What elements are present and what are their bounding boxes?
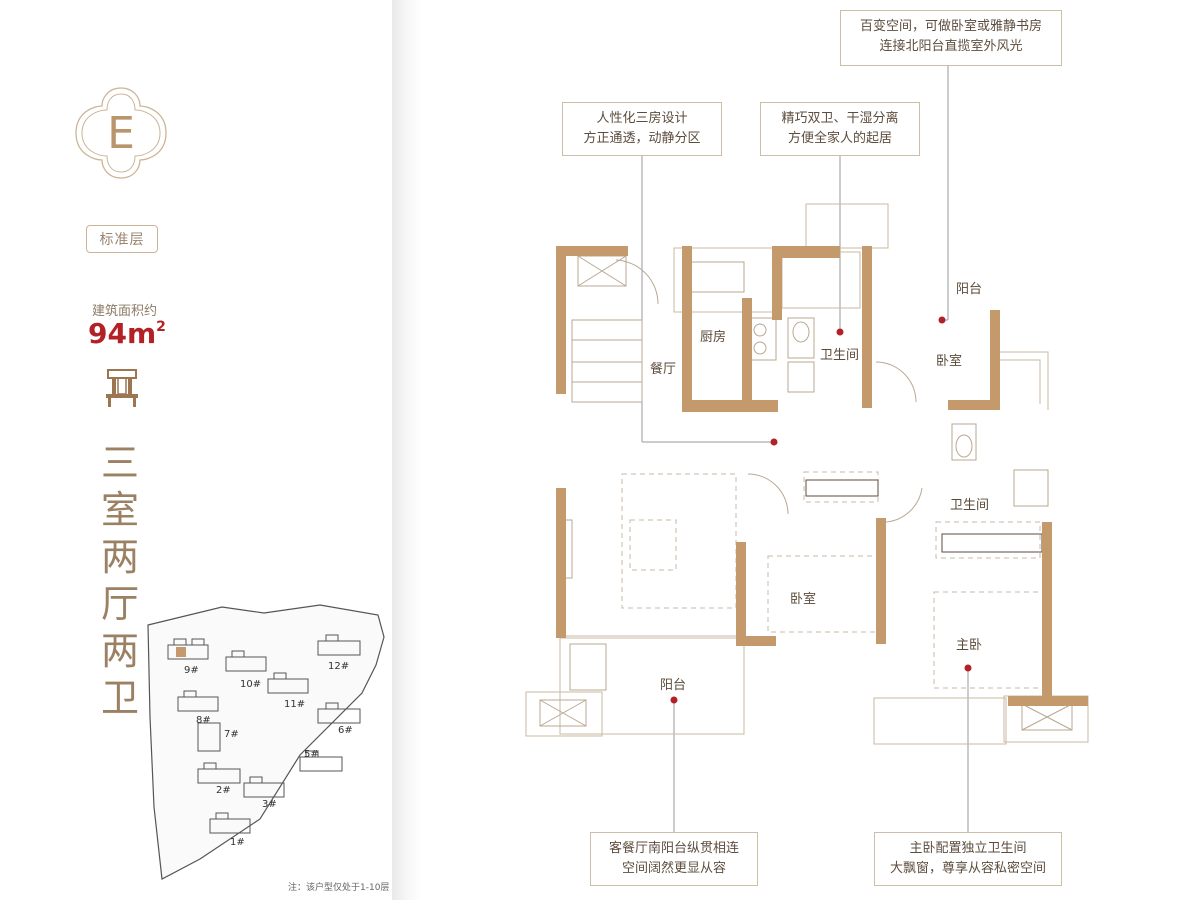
room-label-dining: 餐厅	[650, 362, 677, 377]
site-building-label: 2#	[216, 785, 231, 796]
room-label-balcony-north: 阳台	[956, 282, 983, 297]
floor-tag: 标准层	[86, 225, 158, 253]
site-building-label: 5#	[304, 749, 319, 760]
layout-title-char: 卫	[100, 676, 139, 720]
area-value: 94m2	[88, 317, 166, 350]
room-label-bedroom-middle: 卧室	[790, 592, 817, 607]
site-note: 注：该户型仅处于1-10层	[288, 883, 390, 893]
floor-plan-area: 厨房 餐厅 卫生间 阳台 卧室 卫生间 卧室 主卧 阳台 百变空间，可做卧室或雅…	[422, 0, 1200, 900]
site-building-label: 3#	[262, 799, 277, 810]
site-map: 9# 10# 12# 11# 8# 7# 6# 5# 2# 3# 1#	[140, 597, 392, 887]
callout-line: 精巧双卫、干湿分离	[781, 111, 899, 126]
layout-title-char: 三	[100, 441, 139, 485]
site-building-label: 9#	[184, 665, 199, 676]
layout-title-char: 室	[100, 488, 139, 532]
site-building-label: 8#	[196, 715, 211, 726]
site-building-label: 7#	[224, 729, 239, 740]
callout-line: 主卧配置独立卫生间	[909, 841, 1027, 856]
callout-line: 空间阔然更显从容	[621, 861, 726, 876]
room-label-balcony-south: 阳台	[660, 678, 687, 693]
area-label: 建筑面积约	[92, 304, 158, 319]
layout-title: 三 室 两 厅 两 卫	[96, 440, 144, 722]
floor-plan-drawing	[525, 66, 1089, 834]
callout-line: 方正通透，动静分区	[583, 131, 701, 146]
site-building-label: 1#	[230, 837, 245, 848]
callout-line: 连接北阳台直揽室外风光	[879, 39, 1023, 54]
callout-south-balcony: 客餐厅南阳台纵贯相连 空间阔然更显从容	[590, 832, 758, 886]
layout-title-char: 两	[100, 629, 139, 673]
room-label-kitchen: 厨房	[700, 330, 727, 345]
chair-seal-icon	[104, 368, 140, 412]
unit-badge: E	[70, 82, 172, 184]
callout-master-suite: 主卧配置独立卫生间 大飘窗，尊享从容私密空间	[874, 832, 1062, 886]
layout-title-char: 厅	[100, 582, 139, 626]
callout-line: 大飘窗，尊享从容私密空间	[889, 861, 1046, 876]
room-label-bath-east: 卫生间	[950, 498, 990, 513]
site-building-label: 10#	[240, 679, 261, 690]
left-info-panel: E 标准层 建筑面积约 94m2 三 室 两 厅 两 卫	[0, 0, 392, 900]
callout-line: 人性化三房设计	[596, 111, 688, 126]
callout-three-room-design: 人性化三房设计 方正通透，动静分区	[562, 102, 722, 156]
layout-title-char: 两	[100, 535, 139, 579]
callout-line: 方便全家人的起居	[787, 131, 892, 146]
quatrefoil-frame-icon	[75, 87, 167, 179]
page-fold-shade	[392, 0, 422, 900]
unit-letter: E	[107, 107, 135, 159]
room-label-master-bedroom: 主卧	[956, 638, 983, 653]
site-building-label: 6#	[338, 725, 353, 736]
area-superscript: 2	[156, 319, 166, 335]
room-label-bedroom-north: 卧室	[936, 354, 963, 369]
callout-double-bath: 精巧双卫、干湿分离 方便全家人的起居	[760, 102, 920, 156]
site-building-label: 11#	[284, 699, 305, 710]
site-building-label: 12#	[328, 661, 349, 672]
callout-flexible-room: 百变空间，可做卧室或雅静书房 连接北阳台直揽室外风光	[840, 10, 1062, 66]
callout-line: 客餐厅南阳台纵贯相连	[608, 841, 739, 856]
room-label-bath-north: 卫生间	[820, 348, 860, 363]
callout-line: 百变空间，可做卧室或雅静书房	[859, 19, 1042, 34]
area-number: 94m	[88, 317, 157, 350]
